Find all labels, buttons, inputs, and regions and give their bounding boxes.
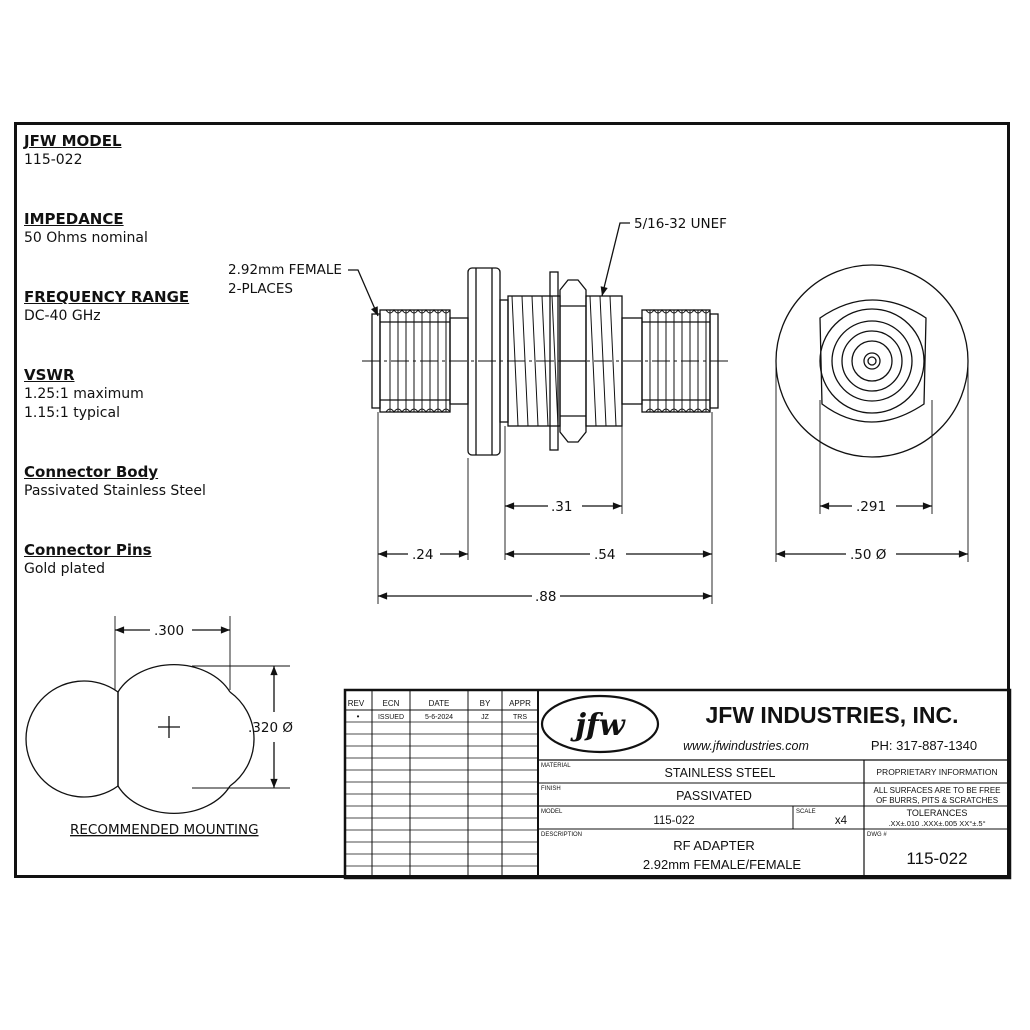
spec-frequency-value: DC-40 GHz (24, 308, 101, 324)
rev-cell-date: 5-6-2024 (425, 714, 453, 721)
rev-cell-rev: • (357, 712, 360, 721)
dim-054: .54 (594, 547, 615, 563)
description-line1: RF ADAPTER (673, 838, 755, 853)
proprietary-info: PROPRIETARY INFORMATION (876, 767, 997, 777)
dim-0300: .300 (154, 623, 184, 639)
spec-vswr-max: 1.25:1 maximum (24, 386, 144, 402)
title-block: REV ECN DATE BY APPR • ISSUED 5-6-2024 J… (343, 688, 1012, 880)
company-phone: PH: 317-887-1340 (871, 738, 977, 753)
side-extension-lines (377, 412, 713, 604)
hex-nut (549, 271, 587, 451)
mounting-dimension-lines (115, 626, 278, 788)
spec-impedance-value: 50 Ohms nominal (24, 230, 148, 246)
spec-frequency: FREQUENCY RANGE DC-40 GHz (24, 288, 189, 326)
surfaces-line1: ALL SURFACES ARE TO BE FREE (873, 786, 1000, 795)
end-extension-lines (775, 365, 969, 562)
rev-header-appr: APPR (509, 699, 531, 708)
rev-header-date: DATE (429, 699, 450, 708)
description-line2: 2.92mm FEMALE/FEMALE (643, 857, 802, 872)
spec-vswr-typ: 1.15:1 typical (24, 405, 120, 421)
side-dimension-lines (377, 502, 712, 600)
rev-header-rev: REV (348, 699, 365, 708)
spec-vswr: VSWR 1.25:1 maximum 1.15:1 typical (24, 366, 144, 423)
material-value: STAINLESS STEEL (665, 766, 776, 780)
spec-pins-heading: Connector Pins (24, 541, 152, 559)
female-callout-line1: 2.92mm FEMALE (228, 262, 342, 278)
scale-label: SCALE (796, 809, 816, 815)
spec-pins-value: Gold plated (24, 561, 105, 577)
finish-label: FINISH (541, 786, 561, 792)
company-website: www.jfwindustries.com (683, 739, 809, 753)
spec-body-value: Passivated Stainless Steel (24, 483, 206, 499)
scale-value: x4 (835, 815, 848, 827)
dim-031: .31 (551, 499, 572, 515)
spec-vswr-heading: VSWR (24, 366, 75, 384)
spec-model-heading: JFW MODEL (24, 132, 122, 150)
rev-cell-appr: TRS (513, 714, 527, 721)
spec-body-heading: Connector Body (24, 463, 159, 481)
spec-body: Connector Body Passivated Stainless Stee… (24, 463, 206, 501)
spec-pins: Connector Pins Gold plated (24, 541, 152, 579)
dim-088: .88 (535, 589, 556, 605)
rev-header-ecn: ECN (383, 699, 400, 708)
tolerances-heading: TOLERANCES (907, 808, 968, 818)
tolerances-values: .XX±.010 .XXX±.005 XX°±.5° (888, 819, 985, 828)
jfw-logo-text: jfw (570, 708, 626, 743)
flange (467, 267, 501, 456)
finish-value: PASSIVATED (676, 789, 752, 803)
end-dimension-lines (776, 502, 968, 558)
right-connector (621, 309, 719, 413)
description-label: DESCRIPTION (541, 832, 582, 838)
jfw-logo-ring (540, 694, 660, 754)
spec-frequency-heading: FREQUENCY RANGE (24, 288, 190, 306)
end-view (775, 264, 969, 458)
female-callout-leader (348, 269, 379, 317)
female-callout-line2: 2-PLACES (228, 281, 293, 297)
rev-cell-ecn: ISSUED (378, 714, 404, 721)
dwg-label: DWG # (867, 832, 887, 838)
thread-callout-leader (600, 222, 630, 297)
surfaces-line2: OF BURRS, PITS & SCRATCHES (876, 796, 998, 805)
mounting-label: RECOMMENDED MOUNTING (70, 822, 259, 838)
thread-callout: 5/16-32 UNEF (634, 216, 727, 232)
left-connector (371, 309, 469, 413)
model-value: 115-022 (653, 815, 694, 827)
spec-impedance-heading: IMPEDANCE (24, 210, 124, 228)
dwg-value: 115-022 (906, 849, 967, 868)
spec-impedance: IMPEDANCE 50 Ohms nominal (24, 210, 148, 248)
model-label: MODEL (541, 809, 563, 815)
dim-0291: .291 (856, 499, 886, 515)
drawing-frame (14, 122, 1010, 878)
material-label: MATERIAL (541, 763, 571, 769)
spec-model-value: 115-022 (24, 152, 83, 168)
mounting-extension-lines (114, 616, 290, 789)
dim-050: .50 Ø (850, 547, 886, 563)
dim-024: .24 (412, 547, 433, 563)
rev-cell-by: JZ (481, 714, 490, 721)
company-name: JFW INDUSTRIES, INC. (705, 702, 958, 728)
spec-model: JFW MODEL 115-022 (24, 132, 122, 170)
rev-header-by: BY (480, 699, 491, 708)
mounting-cutout (25, 663, 255, 815)
dim-0320: .320 Ø (248, 720, 293, 736)
